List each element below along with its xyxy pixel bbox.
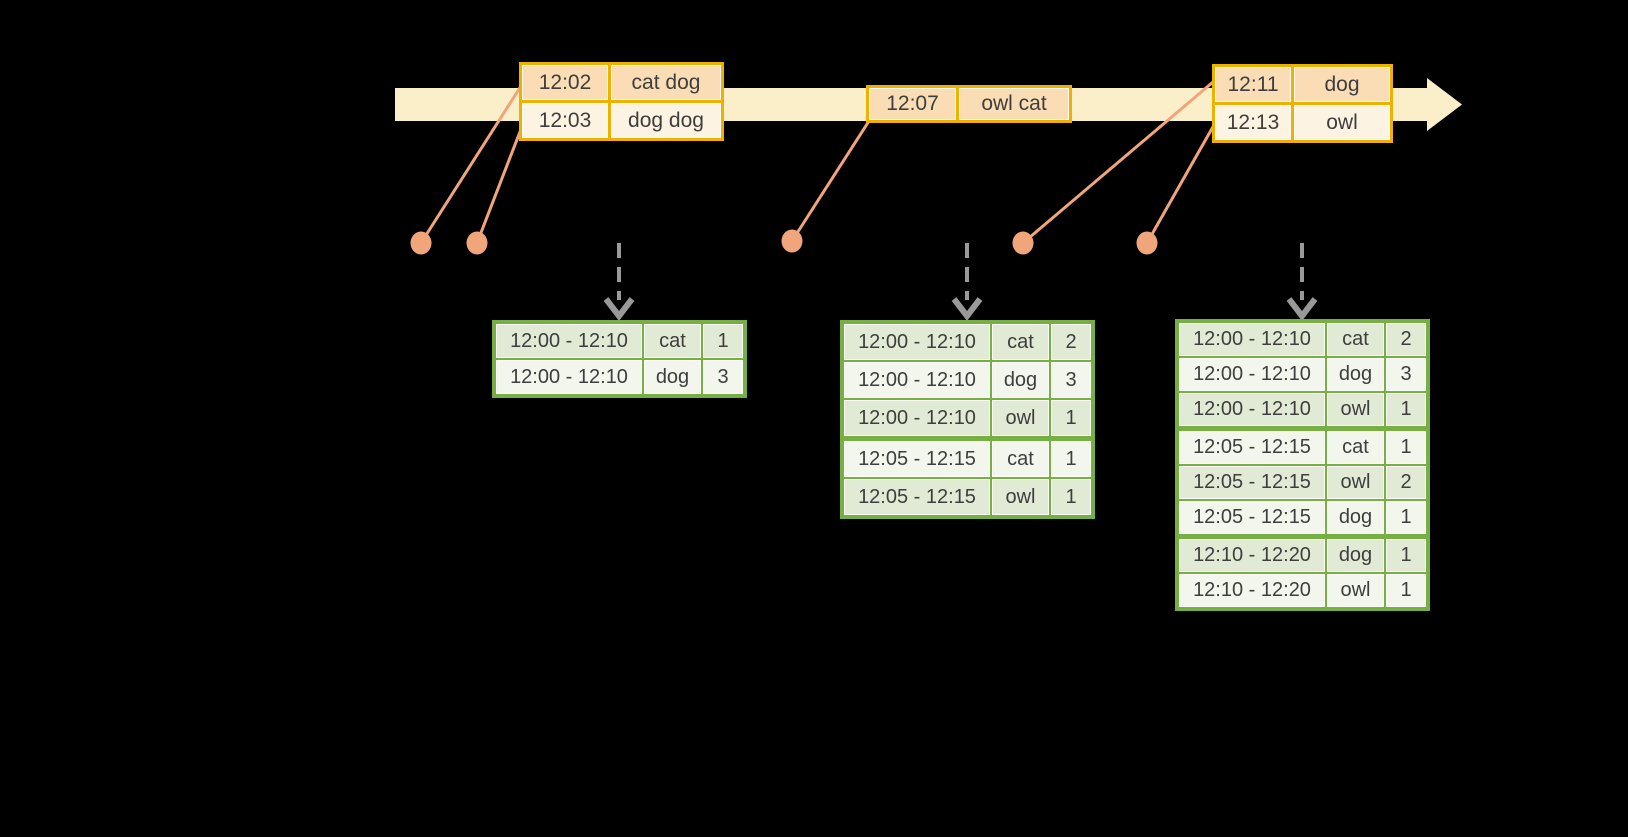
- event-words-cell: cat dog: [611, 65, 721, 100]
- event-dot-icon: [466, 231, 488, 255]
- event-dot-icon: [1136, 231, 1158, 255]
- event-words-cell: owl cat: [959, 88, 1069, 120]
- word-cell: cat: [1327, 323, 1384, 356]
- count-cell: 1: [1386, 539, 1426, 572]
- result-row: 12:00 - 12:10 owl 1: [1179, 393, 1426, 426]
- event-dot-icon: [1012, 231, 1034, 255]
- window-cell: 12:10 - 12:20: [1179, 574, 1325, 607]
- result-table-3: 12:00 - 12:10 cat 2 12:00 - 12:10 dog 3 …: [1175, 319, 1430, 611]
- word-cell: dog: [1327, 539, 1384, 572]
- window-cell: 12:00 - 12:10: [496, 324, 642, 358]
- word-cell: owl: [1327, 466, 1384, 499]
- result-row: 12:10 - 12:20 owl 1: [1179, 574, 1426, 607]
- window-cell: 12:05 - 12:15: [1179, 501, 1325, 534]
- result-row: 12:05 - 12:15 owl 1: [844, 479, 1091, 515]
- window-cell: 12:00 - 12:10: [844, 362, 990, 398]
- result-row: 12:00 - 12:10 dog 3: [844, 362, 1091, 398]
- count-cell: 2: [1386, 466, 1426, 499]
- result-row: 12:00 - 12:10 cat 1: [496, 324, 743, 358]
- window-cell: 12:00 - 12:10: [1179, 323, 1325, 356]
- result-row: 12:05 - 12:15 cat 1: [844, 441, 1091, 477]
- trigger-arrowhead-icon: [951, 297, 983, 321]
- count-cell: 1: [1386, 501, 1426, 534]
- event-time-cell: 12:07: [869, 88, 956, 120]
- result-row: 12:05 - 12:15 cat 1: [1179, 431, 1426, 464]
- word-cell: owl: [1327, 574, 1384, 607]
- result-row: 12:00 - 12:10 dog 3: [1179, 358, 1426, 391]
- event-table-batch-2: 12:07 owl cat: [866, 85, 1072, 123]
- window-cell: 12:00 - 12:10: [1179, 358, 1325, 391]
- event-dot-icon: [781, 229, 803, 253]
- result-table-2: 12:00 - 12:10 cat 2 12:00 - 12:10 dog 3 …: [840, 320, 1095, 519]
- result-row: 12:10 - 12:20 dog 1: [1179, 539, 1426, 572]
- trigger-arrows: [603, 243, 1318, 321]
- window-cell: 12:05 - 12:15: [1179, 431, 1325, 464]
- count-cell: 2: [1051, 324, 1091, 360]
- event-table-batch-1: 12:02 cat dog 12:03 dog dog: [519, 62, 724, 141]
- window-cell: 12:05 - 12:15: [844, 479, 990, 515]
- event-words-cell: dog dog: [611, 103, 721, 138]
- window-cell: 12:00 - 12:10: [496, 360, 642, 394]
- event-time-cell: 12:03: [522, 103, 608, 138]
- word-cell: cat: [1327, 431, 1384, 464]
- window-cell: 12:00 - 12:10: [1179, 393, 1325, 426]
- result-row: 12:00 - 12:10 dog 3: [496, 360, 743, 394]
- event-link-lines: [419, 80, 1216, 245]
- event-words-cell: dog: [1294, 67, 1390, 102]
- word-cell: owl: [992, 400, 1049, 436]
- trigger-arrowhead-icon: [603, 297, 635, 321]
- count-cell: 3: [1386, 358, 1426, 391]
- result-row: 12:00 - 12:10 owl 1: [844, 400, 1091, 436]
- result-row: 12:05 - 12:15 dog 1: [1179, 501, 1426, 534]
- window-cell: 12:00 - 12:10: [844, 324, 990, 360]
- event-row: 12:07 owl cat: [869, 88, 1069, 120]
- result-row: 12:00 - 12:10 cat 2: [1179, 323, 1426, 356]
- event-dots: [410, 229, 1158, 255]
- word-cell: owl: [1327, 393, 1384, 426]
- window-cell: 12:00 - 12:10: [844, 400, 990, 436]
- count-cell: 2: [1386, 323, 1426, 356]
- count-cell: 1: [1386, 431, 1426, 464]
- event-time-cell: 12:13: [1215, 105, 1291, 140]
- result-row: 12:00 - 12:10 cat 2: [844, 324, 1091, 360]
- trigger-arrowhead-icon: [1286, 297, 1318, 321]
- event-time-cell: 12:11: [1215, 67, 1291, 102]
- count-cell: 1: [1051, 479, 1091, 515]
- window-cell: 12:05 - 12:15: [844, 441, 990, 477]
- event-row: 12:02 cat dog: [522, 65, 721, 100]
- event-row: 12:03 dog dog: [522, 103, 721, 138]
- event-link-line: [475, 123, 525, 244]
- word-cell: dog: [644, 360, 701, 394]
- result-row: 12:05 - 12:15 owl 2: [1179, 466, 1426, 499]
- count-cell: 1: [703, 324, 743, 358]
- word-cell: dog: [992, 362, 1049, 398]
- word-cell: cat: [644, 324, 701, 358]
- count-cell: 1: [1386, 393, 1426, 426]
- count-cell: 3: [1051, 362, 1091, 398]
- window-cell: 12:05 - 12:15: [1179, 466, 1325, 499]
- word-cell: cat: [992, 324, 1049, 360]
- event-row: 12:11 dog: [1215, 67, 1390, 102]
- word-cell: dog: [1327, 501, 1384, 534]
- event-link-line: [419, 85, 523, 244]
- event-link-line: [1145, 124, 1216, 244]
- count-cell: 3: [703, 360, 743, 394]
- event-dot-icon: [410, 231, 432, 255]
- event-row: 12:13 owl: [1215, 105, 1390, 140]
- count-cell: 1: [1051, 400, 1091, 436]
- count-cell: 1: [1386, 574, 1426, 607]
- window-cell: 12:10 - 12:20: [1179, 539, 1325, 572]
- word-cell: cat: [992, 441, 1049, 477]
- event-link-line: [790, 120, 871, 242]
- event-table-batch-3: 12:11 dog 12:13 owl: [1212, 64, 1393, 143]
- result-table-1: 12:00 - 12:10 cat 1 12:00 - 12:10 dog 3: [492, 320, 747, 398]
- event-time-cell: 12:02: [522, 65, 608, 100]
- event-words-cell: owl: [1294, 105, 1390, 140]
- word-cell: dog: [1327, 358, 1384, 391]
- word-cell: owl: [992, 479, 1049, 515]
- count-cell: 1: [1051, 441, 1091, 477]
- event-link-line: [1022, 80, 1214, 245]
